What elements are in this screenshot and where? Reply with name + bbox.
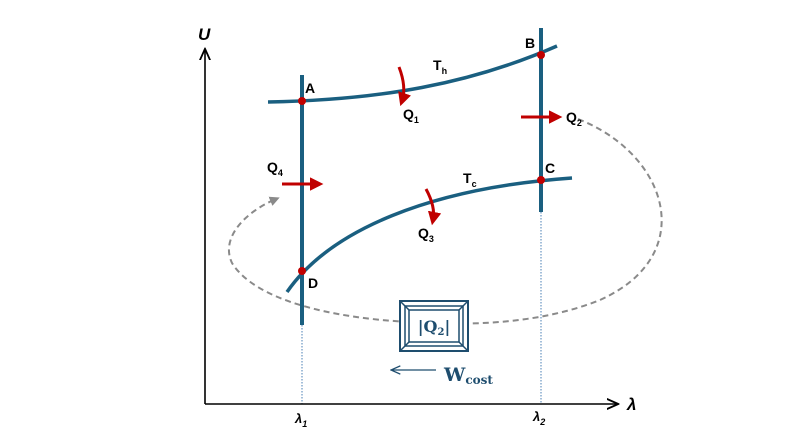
point-label-c: C bbox=[545, 160, 555, 176]
work-cost-label: Wcost bbox=[443, 364, 493, 387]
y-axis-label: U bbox=[198, 25, 211, 44]
point-b bbox=[537, 51, 545, 59]
heat-label-q3: Q3 bbox=[418, 225, 434, 244]
point-c bbox=[537, 176, 545, 184]
x-axis-label: λ bbox=[626, 395, 636, 414]
q2-magnitude-label: |Q2| bbox=[418, 317, 451, 338]
tick-label-lambda2: λ2 bbox=[532, 409, 545, 427]
isotherm-cold bbox=[285, 176, 573, 293]
point-label-b: B bbox=[525, 35, 535, 51]
heat-label-q2: Q2 bbox=[566, 109, 582, 128]
heat-label-q1: Q1 bbox=[403, 106, 419, 125]
heat-arrow-q3 bbox=[424, 188, 442, 226]
heat-arrow-q1 bbox=[397, 66, 411, 107]
point-a bbox=[298, 97, 306, 105]
q2-magnitude-box: |Q2| bbox=[399, 300, 469, 352]
heat-label-q4: Q4 bbox=[267, 159, 283, 178]
point-label-a: A bbox=[305, 80, 315, 96]
isotherm-hot bbox=[267, 44, 558, 104]
point-label-d: D bbox=[308, 275, 318, 291]
isotherm-hot-label: Th bbox=[433, 57, 447, 76]
isotherm-cold-label: Tc bbox=[463, 170, 477, 189]
point-d bbox=[298, 267, 306, 275]
dashed-loop bbox=[227, 118, 663, 325]
tick-label-lambda1: λ1 bbox=[294, 411, 307, 429]
